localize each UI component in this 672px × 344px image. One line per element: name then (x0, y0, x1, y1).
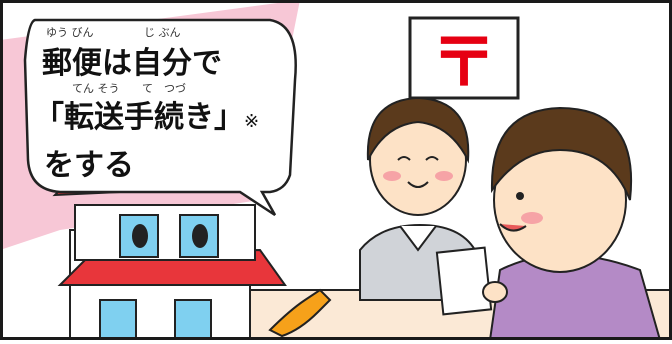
male-customer-icon (482, 106, 662, 341)
post-office-sign: 〒 (408, 16, 520, 101)
document-paper (435, 246, 493, 316)
female-clerk-icon (359, 96, 476, 301)
orange-hand (268, 288, 332, 338)
japan-post-mark-icon: 〒 (431, 24, 497, 101)
speech-bubble (23, 18, 297, 217)
